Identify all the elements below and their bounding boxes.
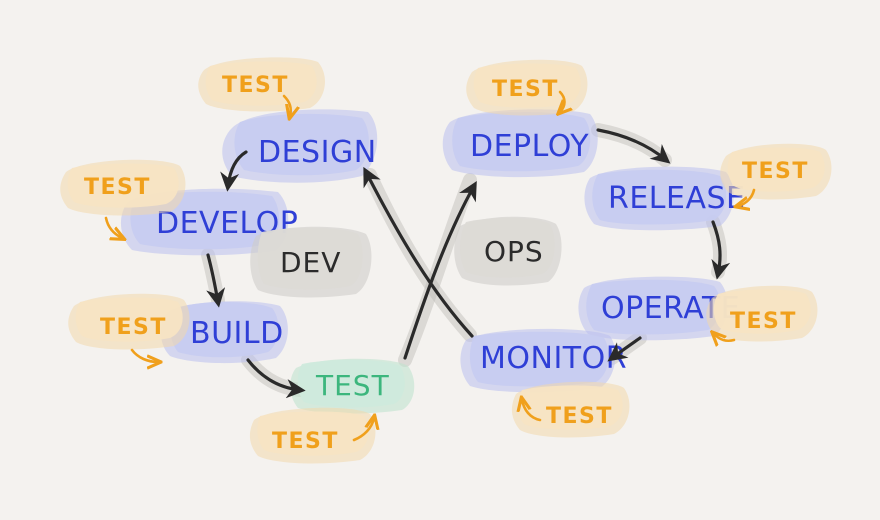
test-tag-monitor: TEST — [511, 381, 630, 438]
stage-label-test: TEST — [315, 369, 390, 402]
pointer-test-deploy — [560, 90, 565, 112]
test-tag-build: TEST — [68, 293, 190, 350]
test-tag-label: TEST — [84, 175, 151, 200]
pointer-test-release — [738, 188, 756, 206]
operate-node: OPERATE — [578, 276, 740, 341]
arrow-operate-to-monitor — [607, 336, 642, 362]
test-stage-node: TEST — [290, 358, 415, 414]
flow-arrows — [206, 128, 731, 399]
arrow-design-to-develop — [220, 150, 248, 192]
pointer-test-monitor — [522, 400, 542, 422]
pointer-test-develop — [104, 216, 122, 238]
pointer-test-design — [282, 94, 291, 116]
test-tag-test: TEST — [249, 407, 376, 464]
monitor-node: MONITOR — [460, 328, 627, 393]
stage-label-release: RELEASE — [608, 181, 746, 216]
arrow-build-to-test — [246, 358, 306, 399]
test-tag-label: TEST — [492, 77, 559, 102]
arrow-release-to-operate — [711, 220, 731, 280]
pointer-test-test — [352, 418, 374, 442]
release-node: RELEASE — [584, 166, 746, 231]
stage-label-build: BUILD — [190, 316, 284, 351]
test-tag-label: TEST — [272, 429, 339, 454]
stage-label-design: DESIGN — [258, 135, 377, 170]
test-tag-label: TEST — [222, 73, 289, 98]
test-tag-develop: TEST — [60, 159, 186, 216]
test-tag-pointers — [104, 90, 756, 442]
arrow-develop-to-build — [206, 253, 226, 308]
test-tag-deploy: TEST — [466, 59, 588, 116]
test-tag-release: TEST — [720, 143, 832, 200]
design-node: DESIGN — [222, 109, 378, 183]
test-tag-label: TEST — [742, 159, 809, 184]
test-tag-design: TEST — [198, 57, 325, 112]
test-tag-label: TEST — [546, 404, 613, 429]
pointer-test-build — [130, 348, 158, 362]
arrow-deploy-to-release — [596, 128, 671, 164]
test-tag-label: TEST — [730, 309, 797, 334]
dev-label: DEV — [280, 246, 341, 279]
stage-label-deploy: DEPLOY — [470, 129, 589, 164]
pointer-test-operate — [714, 334, 736, 341]
test-tag-operate: TEST — [706, 285, 818, 342]
deploy-node: DEPLOY — [442, 109, 598, 178]
stage-label-monitor: MONITOR — [480, 341, 627, 376]
dev-node: DEV — [250, 226, 372, 298]
build-node: BUILD — [160, 301, 288, 364]
test-tag-label: TEST — [100, 315, 167, 340]
ops-node: OPS — [454, 216, 562, 286]
ops-label: OPS — [484, 235, 544, 268]
arrow-monitor-to-design — [363, 166, 474, 338]
arrow-test-to-deploy — [403, 180, 477, 360]
